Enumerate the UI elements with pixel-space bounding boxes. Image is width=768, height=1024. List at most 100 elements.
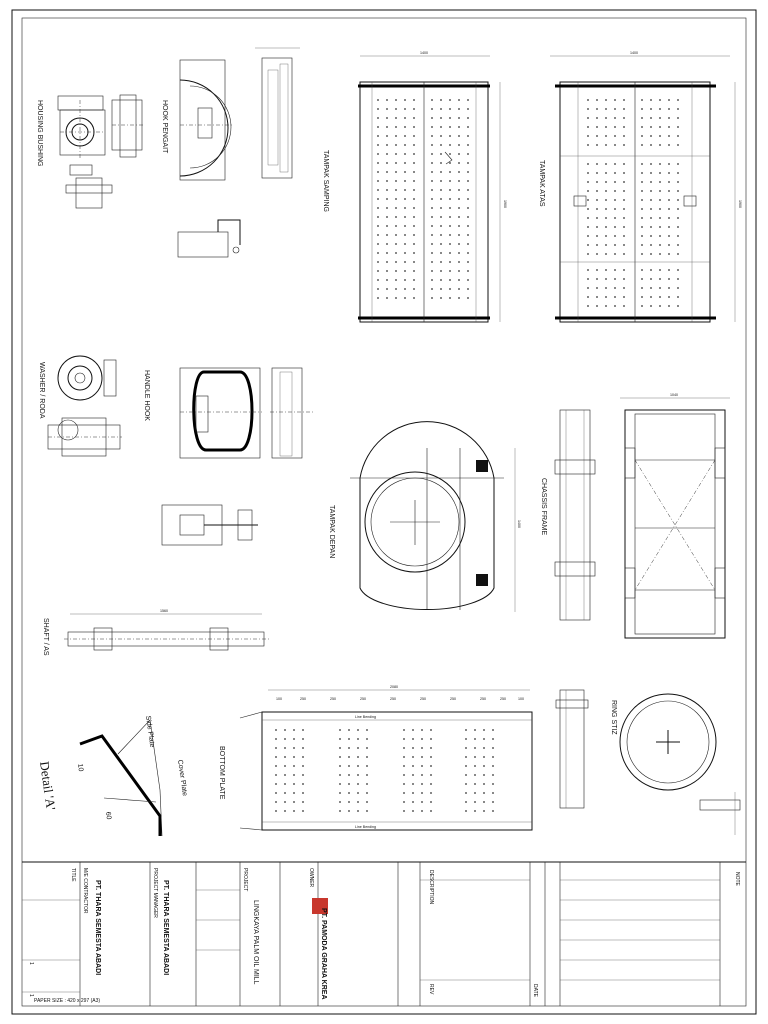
perforation-hole xyxy=(467,108,469,110)
bottom-plate-view: 2080 100 250 250 250 250 250 250 250 250… xyxy=(218,685,533,831)
perforation-hole xyxy=(458,135,460,137)
perforation-hole xyxy=(605,226,607,228)
perforation-hole xyxy=(431,225,433,227)
perforation-hole xyxy=(623,253,625,255)
perforation-hole xyxy=(587,190,589,192)
perforation-hole xyxy=(596,305,598,307)
perforation-hole xyxy=(587,278,589,280)
perforation-hole xyxy=(284,747,286,749)
perforation-hole xyxy=(348,783,350,785)
perforation-hole xyxy=(596,287,598,289)
bottom-perforations-1 xyxy=(275,729,304,812)
perforation-hole xyxy=(386,117,388,119)
perforation-hole xyxy=(284,756,286,758)
perforation-hole xyxy=(596,99,598,101)
perforation-hole xyxy=(668,163,670,165)
perforation-hole xyxy=(465,783,467,785)
perforation-hole xyxy=(614,181,616,183)
perforation-hole xyxy=(458,207,460,209)
perforation-hole xyxy=(458,180,460,182)
perforation-hole xyxy=(474,783,476,785)
perforation-hole xyxy=(474,810,476,812)
perforation-hole xyxy=(458,252,460,254)
perforation-hole xyxy=(348,774,350,776)
perforation-hole xyxy=(440,252,442,254)
perforation-hole xyxy=(596,226,598,228)
perforation-hole xyxy=(623,287,625,289)
perforation-hole xyxy=(467,279,469,281)
perforation-hole xyxy=(614,278,616,280)
seg-6: 250 xyxy=(420,697,426,701)
perforation-hole xyxy=(440,144,442,146)
perforation-hole xyxy=(623,108,625,110)
perforation-hole xyxy=(377,225,379,227)
perforation-hole xyxy=(275,738,277,740)
perforation-hole xyxy=(623,296,625,298)
perforation-hole xyxy=(293,729,295,731)
perforation-hole xyxy=(467,144,469,146)
perforation-hole xyxy=(677,244,679,246)
perforation-hole xyxy=(386,225,388,227)
perforation-hole xyxy=(404,225,406,227)
perforation-hole xyxy=(404,234,406,236)
perforation-hole xyxy=(458,216,460,218)
perforation-hole xyxy=(275,774,277,776)
perforation-hole xyxy=(421,765,423,767)
perforation-hole xyxy=(677,144,679,146)
perforation-hole xyxy=(492,729,494,731)
perforation-hole xyxy=(659,235,661,237)
perforation-hole xyxy=(275,756,277,758)
perforation-hole xyxy=(587,305,589,307)
perforation-hole xyxy=(677,135,679,137)
perforation-hole xyxy=(596,172,598,174)
perforation-hole xyxy=(431,189,433,191)
perforation-hole xyxy=(596,235,598,237)
perforation-hole xyxy=(430,783,432,785)
perforation-hole xyxy=(440,270,442,272)
perforation-hole xyxy=(339,738,341,740)
perforation-hole xyxy=(357,756,359,758)
washer-roda-label: WASHER / RODA xyxy=(38,362,45,419)
perforation-hole xyxy=(449,207,451,209)
perforation-hole xyxy=(623,244,625,246)
perforation-hole xyxy=(386,180,388,182)
perforation-hole xyxy=(440,180,442,182)
perforation-hole xyxy=(650,287,652,289)
perforation-hole xyxy=(659,126,661,128)
perforation-hole xyxy=(386,144,388,146)
perforation-hole xyxy=(677,305,679,307)
perforation-hole xyxy=(641,208,643,210)
perforation-hole xyxy=(596,163,598,165)
perforation-hole xyxy=(668,296,670,298)
perforation-hole xyxy=(284,729,286,731)
perforation-hole xyxy=(449,216,451,218)
perforation-hole xyxy=(605,269,607,271)
perforation-hole xyxy=(404,198,406,200)
line-bending-bottom: Line Bending xyxy=(355,825,376,829)
perforation-hole xyxy=(339,765,341,767)
perforation-hole xyxy=(431,153,433,155)
perforation-hole xyxy=(440,207,442,209)
perforation-hole xyxy=(659,172,661,174)
perforation-hole xyxy=(449,153,451,155)
perforation-hole xyxy=(650,144,652,146)
perforation-hole xyxy=(467,198,469,200)
perforation-hole xyxy=(395,207,397,209)
perforation-hole xyxy=(483,729,485,731)
perforation-hole xyxy=(404,216,406,218)
perforation-hole xyxy=(467,117,469,119)
perforation-hole xyxy=(614,287,616,289)
perforation-hole xyxy=(614,199,616,201)
perforation-hole xyxy=(587,99,589,101)
perforation-hole xyxy=(413,162,415,164)
perforation-hole xyxy=(614,269,616,271)
perforation-hole xyxy=(386,216,388,218)
perforation-hole xyxy=(605,117,607,119)
perforation-hole xyxy=(668,226,670,228)
bushing-side-view xyxy=(111,94,145,158)
perforation-hole xyxy=(395,117,397,119)
perforation-hole xyxy=(377,117,379,119)
perforation-hole xyxy=(284,765,286,767)
perforation-hole xyxy=(413,180,415,182)
perforation-hole xyxy=(467,297,469,299)
